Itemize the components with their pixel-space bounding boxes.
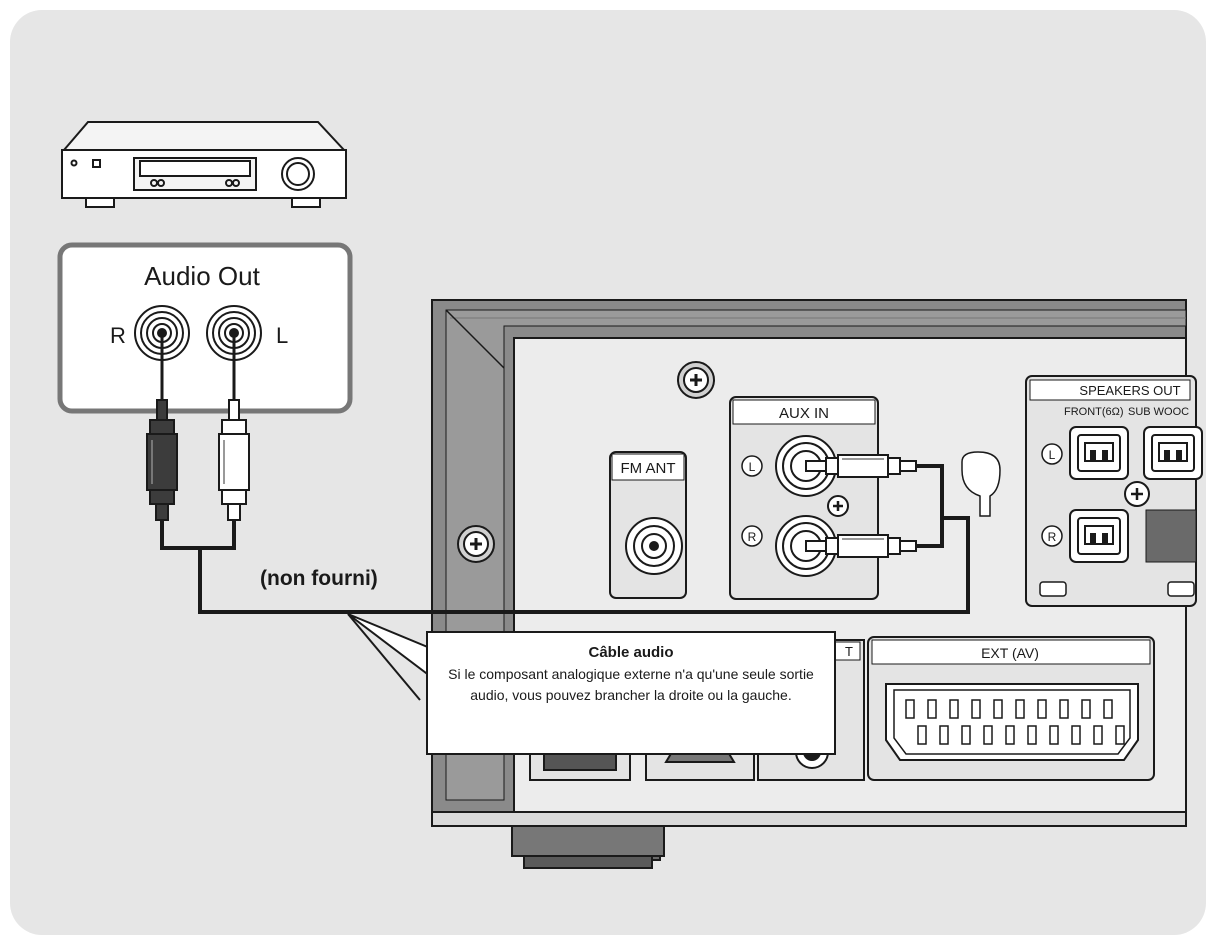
- speaker-r-marker: R: [1048, 530, 1057, 544]
- callout-body: Si le composant analogique externe n'a q…: [448, 666, 814, 703]
- rca-plug-icon: [805, 454, 917, 478]
- ext-av-connector: EXT (AV): [867, 636, 1155, 781]
- speaker-l-marker: L: [1049, 448, 1056, 462]
- scart-pin: [1005, 725, 1015, 745]
- partial-connector-label: T: [845, 644, 853, 659]
- speakers-out-connector: SPEAKERS OUT FRONT(6Ω) SUB WOOC L R: [1025, 375, 1203, 607]
- cable-wire: [160, 333, 236, 402]
- screw-icon: [1124, 481, 1150, 507]
- sub-woofer-label: SUB WOOC: [1128, 406, 1189, 418]
- screw-icon: [827, 495, 849, 517]
- audio-out-left-label: L: [276, 323, 288, 348]
- scart-pin: [971, 699, 981, 719]
- fm-antenna-connector: FM ANT: [609, 451, 687, 599]
- scart-pin: [983, 725, 993, 745]
- aux-r-marker: R: [748, 530, 757, 544]
- scart-pins: [905, 699, 1125, 745]
- speaker-terminal-icon: [1069, 509, 1129, 563]
- audio-out-right-label: R: [110, 323, 126, 348]
- scart-pin: [1115, 725, 1125, 745]
- screw-icon: [457, 525, 495, 563]
- scart-pin: [917, 725, 927, 745]
- front-label: FRONT(6Ω): [1064, 406, 1124, 418]
- main-unit-rear-panel: FM ANT AUX IN L R: [431, 299, 1203, 869]
- scart-pin: [961, 725, 971, 745]
- audio-component-icon: [61, 121, 347, 208]
- scart-pin: [1059, 699, 1069, 719]
- aux-l-marker: L: [749, 460, 756, 474]
- scart-pin: [1081, 699, 1091, 719]
- callout-title: Câble audio: [588, 644, 674, 661]
- scart-pin: [1093, 725, 1103, 745]
- speaker-terminal-icon: [1143, 426, 1203, 480]
- screw-icon: [677, 361, 715, 399]
- cable-not-supplied-label: (non fourni): [260, 567, 378, 590]
- scart-pin: [939, 725, 949, 745]
- speakers-out-label: SPEAKERS OUT: [1079, 383, 1180, 398]
- scart-pin: [1071, 725, 1081, 745]
- fm-ant-label: FM ANT: [621, 460, 676, 477]
- scart-pin: [1049, 725, 1059, 745]
- scart-pin: [927, 699, 937, 719]
- scart-pin: [905, 699, 915, 719]
- scart-pin: [1037, 699, 1047, 719]
- rca-plug-icon: [146, 399, 178, 521]
- aux-in-connector: AUX IN L R: [729, 396, 917, 600]
- audio-out-box: Audio Out R L: [57, 242, 353, 414]
- scart-pin: [1015, 699, 1025, 719]
- audio-cable: [160, 464, 970, 614]
- aux-in-label: AUX IN: [779, 405, 829, 422]
- ext-av-label: EXT (AV): [981, 645, 1039, 661]
- speaker-terminal-icon: [1069, 426, 1129, 480]
- scart-pin: [993, 699, 1003, 719]
- rca-plug-icon: [218, 399, 250, 521]
- audio-out-title: Audio Out: [144, 261, 260, 291]
- callout-pointer-line: [347, 613, 421, 701]
- cable-clip: [961, 451, 1001, 517]
- callout-box: Câble audio Si le composant analogique e…: [426, 631, 836, 755]
- rca-plug-icon: [805, 534, 917, 558]
- scart-pin: [949, 699, 959, 719]
- scart-pin: [1103, 699, 1113, 719]
- scart-pin: [1027, 725, 1037, 745]
